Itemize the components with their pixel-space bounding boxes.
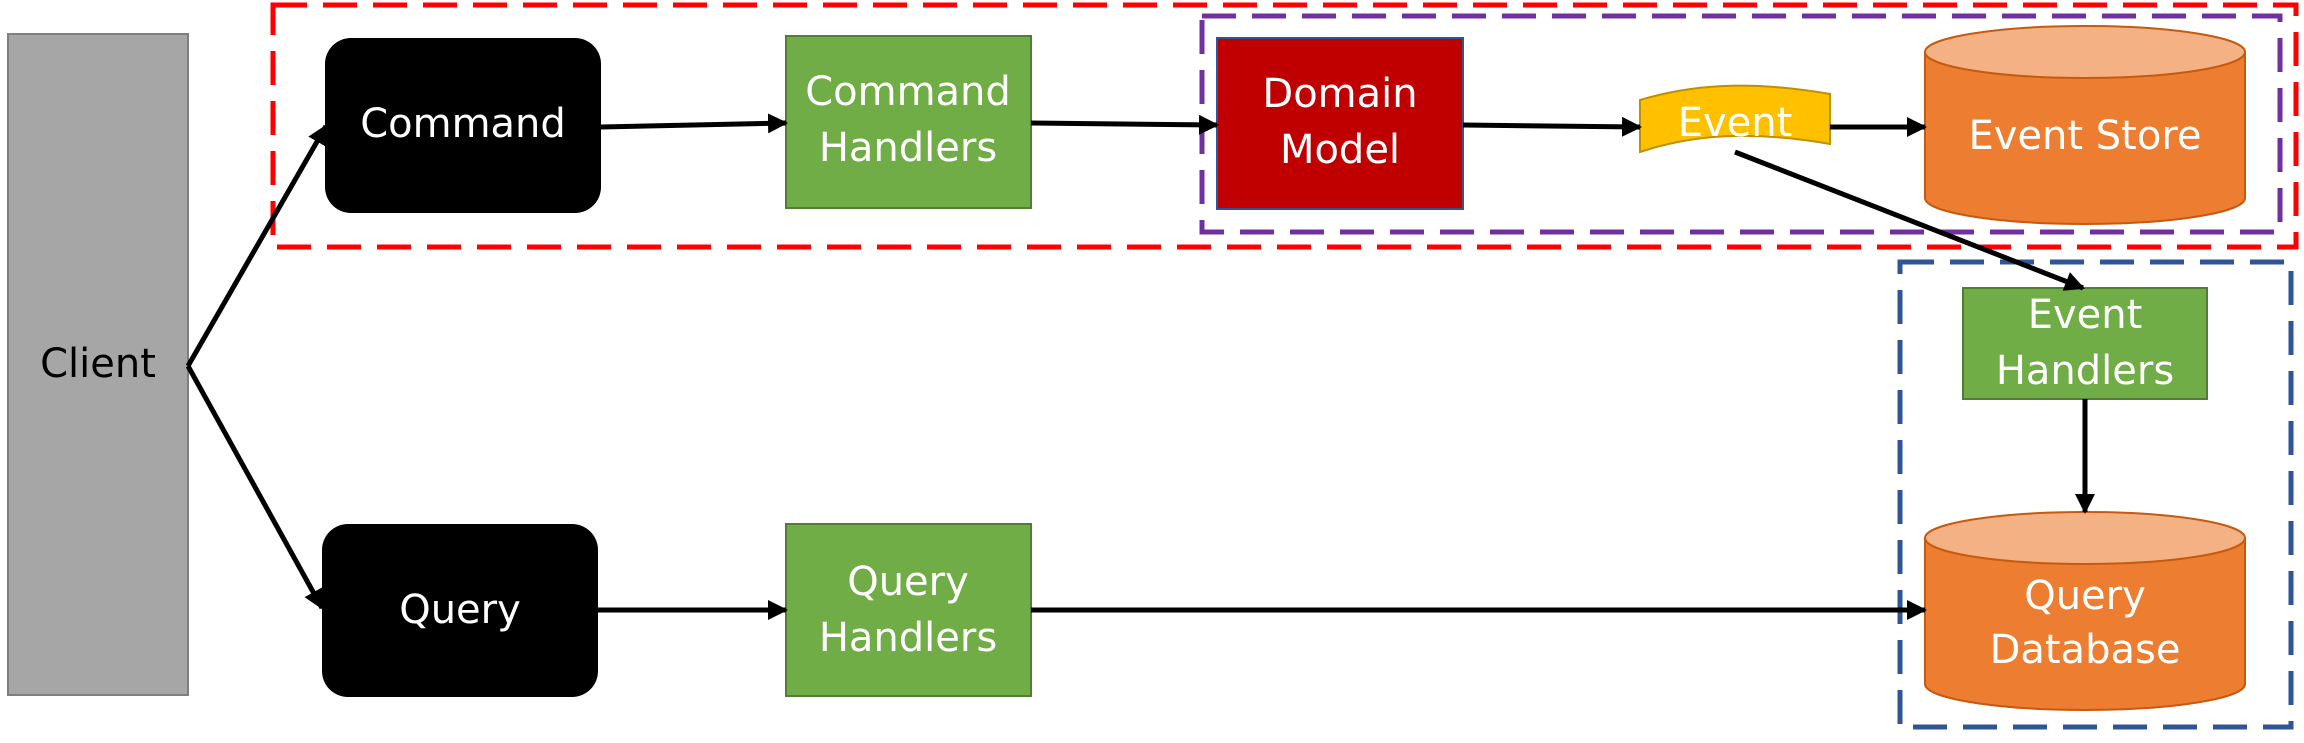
client-label: Client (40, 341, 156, 387)
query-handlers-box (785, 523, 1032, 697)
edge-client-to-query (185, 364, 325, 610)
query-database-label-line2: Database (1990, 627, 2181, 673)
command-handlers-box (785, 35, 1032, 209)
event-store-cylinder (1924, 25, 2246, 225)
edge-event-to-event-handlers (1734, 149, 2085, 291)
query-label: Query (399, 587, 521, 633)
query-database-cylinder (1924, 511, 2246, 711)
edge-domain-model-to-event (1462, 116, 1642, 137)
edge-command-to-command-handlers (600, 113, 788, 134)
command-handlers-label-line1: Command (805, 69, 1011, 115)
query-database-label-line1: Query (2024, 573, 2146, 619)
event-handlers-label-line2: Handlers (1996, 348, 2174, 394)
event-label: Event (1678, 100, 1793, 146)
event-store-label: Event Store (1968, 113, 2201, 159)
client-box (7, 33, 189, 696)
query-handlers-label-line1: Query (847, 559, 969, 605)
command-box (325, 38, 601, 213)
event-banner (1639, 84, 1831, 154)
query-box (322, 524, 598, 697)
domain-model-label-line1: Domain (1262, 71, 1417, 117)
edge-client-to-command (185, 124, 329, 368)
domain-model-box (1216, 37, 1464, 210)
read-side-boundary (1897, 259, 2294, 730)
command-handlers-label-line2: Handlers (819, 125, 997, 171)
domain-model-label-line2: Model (1280, 127, 1400, 173)
command-label: Command (360, 101, 566, 147)
query-handlers-label-line2: Handlers (819, 615, 997, 661)
event-handlers-box (1962, 287, 2208, 400)
edge-command-handlers-to-domain-model (1030, 114, 1219, 135)
event-handlers-label-line1: Event (2028, 292, 2143, 338)
command-side-boundary (270, 2, 2299, 250)
